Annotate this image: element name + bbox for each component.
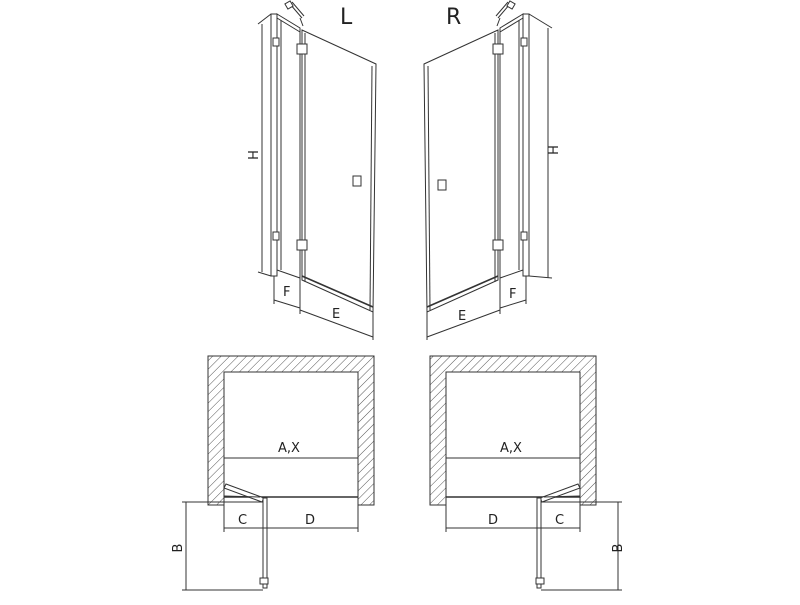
dim-h-right: H <box>544 145 559 155</box>
hinge-top-right <box>492 43 504 55</box>
fixed-panel-plan-right <box>539 483 581 503</box>
hinge-bottom-right <box>492 239 504 251</box>
dim-b-right: B <box>611 544 626 553</box>
wall-outline-left <box>207 355 375 506</box>
dim-f-right: F <box>509 287 516 302</box>
hinge-top-left <box>296 43 308 55</box>
dim-d-left: D <box>305 513 315 528</box>
door-panel-left <box>301 29 377 313</box>
view-label-right: R <box>446 5 461 30</box>
dim-d-right: D <box>488 513 498 528</box>
dim-h-left: H <box>247 150 262 160</box>
dim-e-right: E <box>458 309 466 324</box>
handle-left <box>352 175 362 187</box>
plan-left: A,X C D B <box>171 355 375 591</box>
wall-outline-right <box>429 355 597 506</box>
handle-right <box>437 179 447 191</box>
door-panel-right <box>423 29 499 313</box>
elevation-right: R H F E <box>423 0 559 340</box>
fixed-panel-plan-left <box>223 483 265 503</box>
dim-c-right: C <box>555 513 564 528</box>
dim-ax-left: A,X <box>278 441 300 456</box>
elevation-left: L H F E <box>247 0 377 340</box>
dim-ax-right: A,X <box>500 441 522 456</box>
hinge-bottom-left <box>296 239 308 251</box>
door-plan-left <box>262 497 268 589</box>
plan-right: A,X D C B <box>429 355 626 591</box>
dim-f-left: F <box>283 285 290 300</box>
door-plan-right <box>536 497 542 589</box>
dim-e-left: E <box>332 307 340 322</box>
dim-c-left: C <box>238 513 247 528</box>
dim-b-left: B <box>171 544 186 553</box>
view-label-left: L <box>340 5 353 30</box>
